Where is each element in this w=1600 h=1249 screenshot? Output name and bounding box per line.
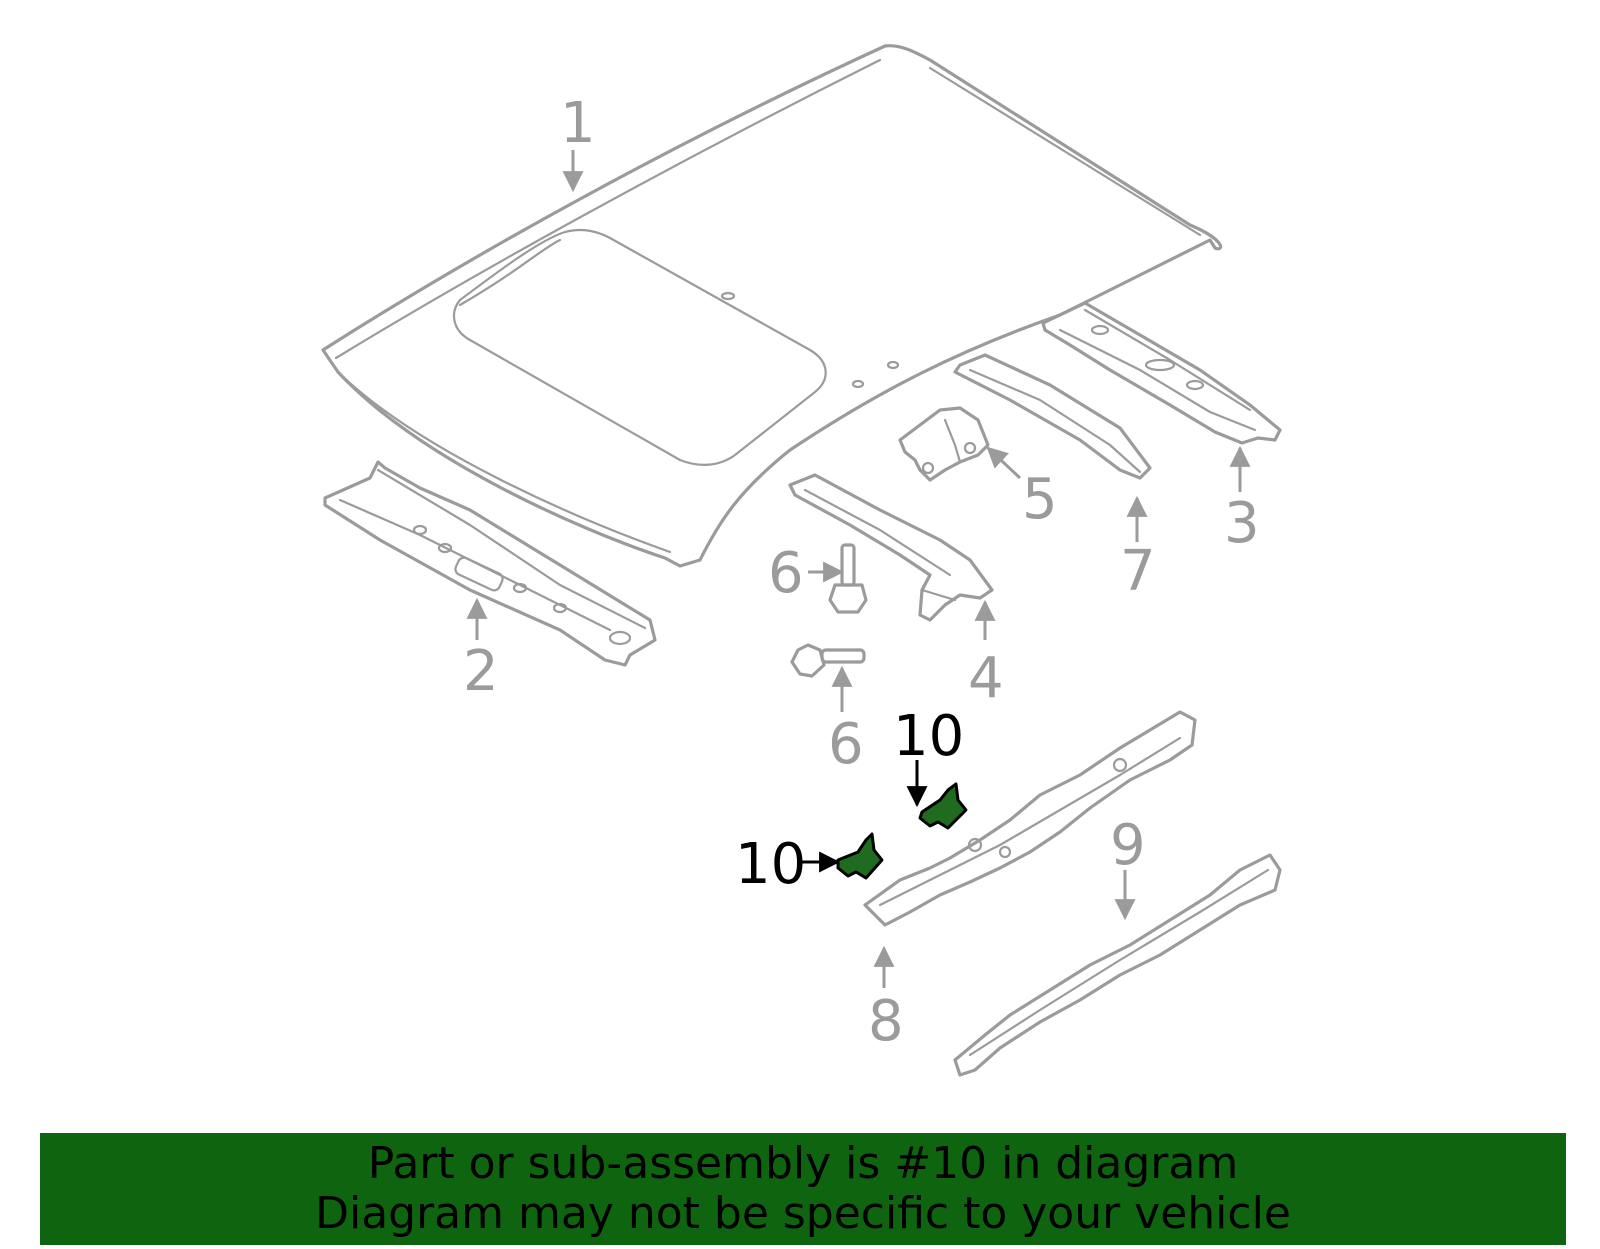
leader-lines [466,150,1251,988]
highlighted-bracket-lower [836,832,884,880]
rear-roof-bow [1041,301,1282,445]
roof-bracket [898,406,990,482]
roof-lower-rail [953,853,1282,1077]
callout-10-upper: 10 [893,704,964,769]
roof-panel [321,44,1223,568]
side-roof-bow [788,473,994,622]
info-banner: Part or sub-assembly is #10 in diagram D… [40,1133,1566,1245]
callout-4: 4 [968,646,1004,711]
center-roof-bow [953,353,1152,480]
front-header [323,460,657,667]
callout-1: 1 [560,91,596,156]
callout-6-lower: 6 [828,712,864,777]
bolt-lower [790,643,866,678]
banner-line-1: Part or sub-assembly is #10 in diagram [367,1138,1239,1189]
callout-7: 7 [1120,539,1156,604]
bolt-upper [828,543,868,614]
callout-8: 8 [868,989,904,1054]
highlighted-bracket-upper [918,782,968,830]
callout-2: 2 [463,639,499,704]
callout-3: 3 [1224,491,1260,556]
callout-10-lower: 10 [735,832,806,897]
roof-side-rail [863,710,1197,927]
callout-5: 5 [1022,467,1058,532]
banner-line-2: Diagram may not be specific to your vehi… [315,1188,1291,1239]
callout-6-upper: 6 [768,541,804,606]
callout-9: 9 [1110,813,1146,878]
